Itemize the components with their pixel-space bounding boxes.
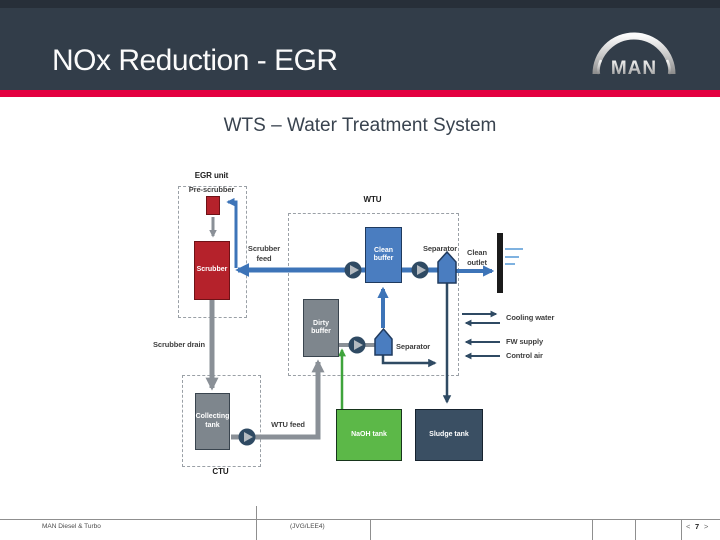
header-band: NOx Reduction - EGR MAN xyxy=(0,0,720,90)
next-page-button[interactable]: > xyxy=(704,522,709,531)
pre-scrubber-vessel xyxy=(206,196,220,215)
scrubber-drain-label: Scrubber drain xyxy=(153,340,205,349)
man-logo-icon: MAN xyxy=(592,32,676,79)
wtu-boundary xyxy=(288,213,459,376)
sludge-tank-vessel: Sludge tank xyxy=(415,409,483,461)
wtu-feed-label: WTU feed xyxy=(271,420,305,429)
prev-page-button[interactable]: < xyxy=(686,522,691,531)
cooling-water-label: Cooling water xyxy=(506,313,555,322)
man-logo-text: MAN xyxy=(611,58,657,79)
scrubber-feed-label: Scrubber feed xyxy=(247,244,281,263)
header-top-strip xyxy=(0,0,720,8)
wtu-label: WTU xyxy=(363,195,382,204)
man-logo: MAN xyxy=(588,24,680,80)
naoh-tank-vessel: NaOH tank xyxy=(336,409,402,461)
footer-company: MAN Diesel & Turbo xyxy=(42,523,101,530)
egr-unit-label: EGR unit xyxy=(194,171,229,180)
clean-buffer-label: Clean buffer xyxy=(373,246,394,263)
page-title: NOx Reduction - EGR xyxy=(52,44,338,77)
collecting-tank-vessel: Collecting tank xyxy=(195,393,230,450)
slide-subtitle: WTS – Water Treatment System xyxy=(223,115,497,136)
sludge-tank-label: Sludge tank xyxy=(429,430,469,438)
footer-separator xyxy=(370,519,371,540)
pre-scrubber-label: Pre-scrubber xyxy=(188,185,235,194)
clean-outlet-label: Clean outlet xyxy=(467,248,487,267)
clean-buffer-vessel: Clean buffer xyxy=(365,227,402,283)
scrubber-vessel: Scrubber xyxy=(194,241,230,300)
collecting-tank-label: Collecting tank xyxy=(195,413,230,429)
footer-separator xyxy=(681,519,682,540)
accent-red-line xyxy=(0,90,720,97)
footer-separator xyxy=(256,506,257,540)
footer-separator xyxy=(635,519,636,540)
footer-code: (JVG/LEE4) xyxy=(290,523,325,530)
man-logo-arch xyxy=(592,32,676,75)
control-air-label: Control air xyxy=(506,351,543,360)
footer-divider xyxy=(0,519,720,520)
separator-bottom-label: Separator xyxy=(396,342,431,351)
naoh-tank-label: NaOH tank xyxy=(351,430,387,438)
ctu-label: CTU xyxy=(212,467,229,476)
scrubber-label: Scrubber xyxy=(196,266,228,274)
fw-supply-label: FW supply xyxy=(506,337,544,346)
footer-separator xyxy=(592,519,593,540)
separator-top-label: Separator xyxy=(422,244,458,253)
page-number: 7 xyxy=(695,522,700,531)
dirty-buffer-vessel: Dirty buffer xyxy=(303,299,339,357)
dirty-buffer-label: Dirty buffer xyxy=(311,319,331,336)
